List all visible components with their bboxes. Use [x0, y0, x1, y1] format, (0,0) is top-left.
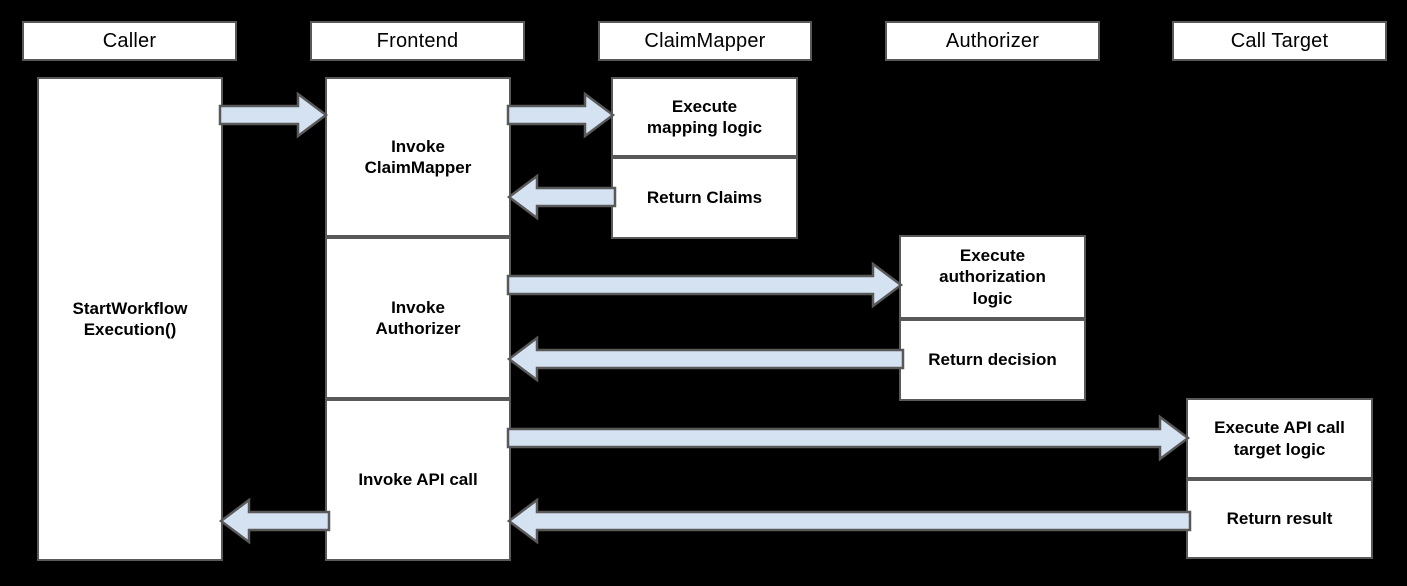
activation-label-line: ClaimMapper — [364, 158, 472, 177]
activation-calltarget-return-result[interactable]: Return result — [1186, 479, 1373, 559]
lifeline-header-claimmapper-label: ClaimMapper — [644, 29, 766, 52]
message-arrow-frontend-to-authorizer — [506, 261, 904, 309]
activation-label-line: mapping logic — [646, 118, 763, 137]
activation-label-line: logic — [972, 288, 1013, 308]
activation-label-line: Execute — [959, 246, 1026, 266]
activation-calltarget-execute-api-call-target-logic[interactable]: Execute API call target logic — [1186, 398, 1373, 479]
activation-claimmapper-execute-mapping-logic-label: Execute mapping logic — [647, 96, 762, 139]
activation-label-line: Return Claims — [646, 188, 763, 208]
activation-label-line: authorization — [939, 267, 1046, 287]
activation-frontend-invoke-authorizer[interactable]: Invoke Authorizer — [325, 237, 511, 399]
activation-label-line: Execution() — [83, 320, 177, 339]
activation-label-line: StartWorkflow — [72, 298, 188, 318]
activation-claimmapper-return-claims[interactable]: Return Claims — [611, 157, 798, 239]
activation-label-line: Return result — [1226, 509, 1333, 529]
message-arrow-claimmapper-to-frontend — [506, 173, 617, 221]
activation-authorizer-execute-authorization-logic-label: Execute authorization logic — [939, 245, 1046, 309]
activation-frontend-invoke-api-call-label: Invoke API call — [358, 469, 477, 490]
activation-label-line: Invoke — [391, 136, 445, 156]
activation-label-line: Execute — [671, 96, 738, 116]
lifeline-header-caller[interactable]: Caller — [22, 21, 237, 61]
activation-label-line: target logic — [1233, 439, 1326, 459]
activation-authorizer-return-decision-label: Return decision — [928, 349, 1056, 370]
activation-calltarget-execute-api-call-target-logic-label: Execute API call target logic — [1214, 417, 1345, 460]
activation-caller-startworkflow[interactable]: StartWorkflow Execution() — [37, 77, 223, 561]
activation-frontend-invoke-claimmapper[interactable]: Invoke ClaimMapper — [325, 77, 511, 237]
message-arrow-frontend-to-claimmapper — [506, 91, 616, 139]
activation-calltarget-return-result-label: Return result — [1227, 508, 1333, 529]
activation-frontend-invoke-claimmapper-label: Invoke ClaimMapper — [365, 136, 472, 179]
activation-authorizer-execute-authorization-logic[interactable]: Execute authorization logic — [899, 235, 1086, 319]
message-arrow-caller-to-frontend — [218, 91, 329, 139]
lifeline-header-authorizer-label: Authorizer — [945, 29, 1040, 52]
activation-authorizer-return-decision[interactable]: Return decision — [899, 319, 1086, 401]
lifeline-header-calltarget-label: Call Target — [1230, 29, 1329, 52]
activation-label-line: Return decision — [928, 350, 1057, 370]
lifeline-header-frontend-label: Frontend — [376, 29, 459, 52]
lifeline-header-frontend[interactable]: Frontend — [310, 21, 525, 61]
activation-label-line: Invoke — [391, 297, 445, 317]
message-arrow-calltarget-to-frontend — [506, 497, 1192, 545]
message-arrow-frontend-to-caller — [218, 497, 331, 545]
message-arrow-frontend-to-calltarget — [506, 414, 1191, 462]
activation-frontend-invoke-api-call[interactable]: Invoke API call — [325, 399, 511, 561]
activation-label-line: Authorizer — [375, 319, 461, 338]
activation-claimmapper-execute-mapping-logic[interactable]: Execute mapping logic — [611, 77, 798, 157]
lifeline-header-authorizer[interactable]: Authorizer — [885, 21, 1100, 61]
lifeline-header-claimmapper[interactable]: ClaimMapper — [598, 21, 812, 61]
activation-label-line: Invoke API call — [358, 470, 478, 490]
lifeline-header-caller-label: Caller — [102, 29, 157, 52]
activation-claimmapper-return-claims-label: Return Claims — [647, 187, 762, 208]
lifeline-header-calltarget[interactable]: Call Target — [1172, 21, 1387, 61]
activation-label-line: Execute API call — [1214, 418, 1345, 438]
activation-caller-startworkflow-label: StartWorkflow Execution() — [73, 298, 188, 341]
message-arrow-authorizer-to-frontend — [506, 335, 905, 383]
activation-frontend-invoke-authorizer-label: Invoke Authorizer — [376, 297, 461, 340]
